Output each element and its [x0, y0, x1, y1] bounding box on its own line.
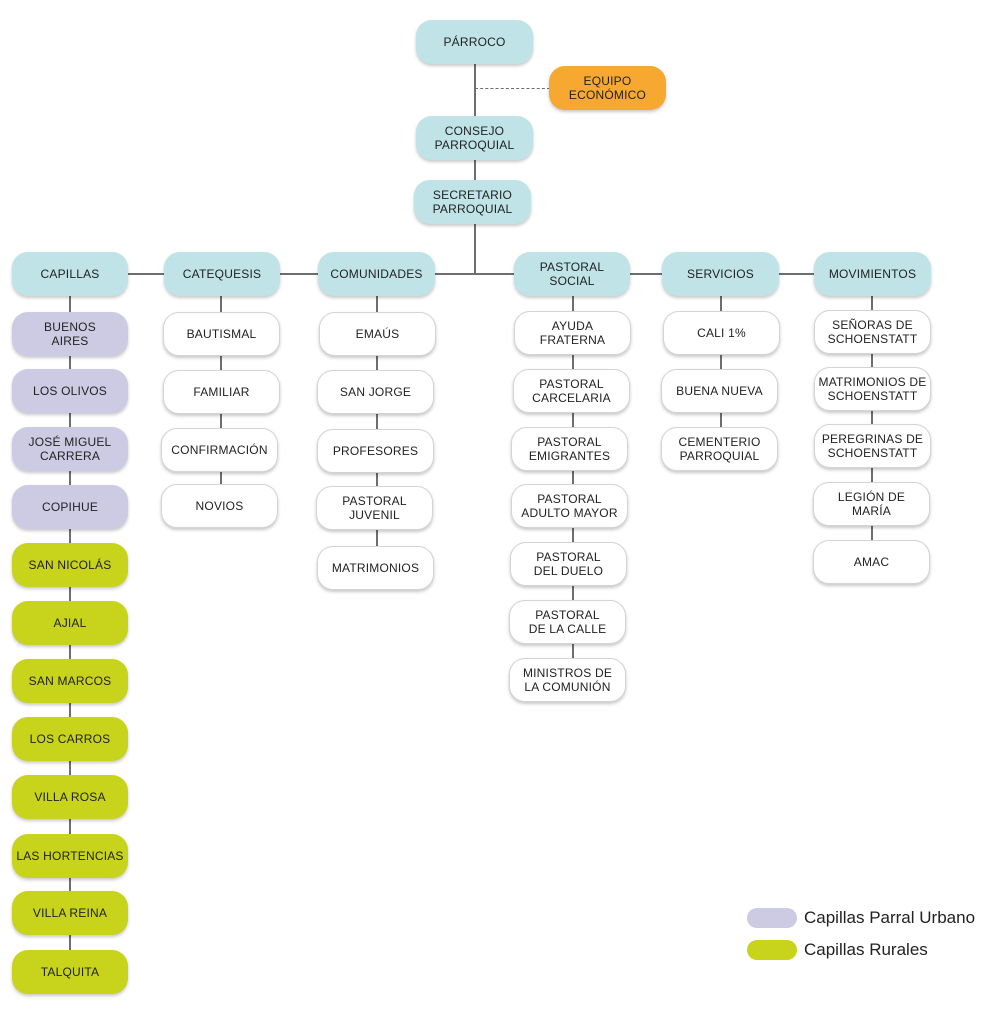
capilla-node: SAN NICOLÁS: [12, 543, 128, 587]
movimientos-item-node: LEGIÓN DE MARÍA: [813, 482, 930, 526]
servicios-head-node: SERVICIOS: [662, 252, 779, 296]
legend-rural: Capillas Rurales: [747, 940, 928, 960]
movimientos-item-node: AMAC: [813, 540, 930, 584]
catequesis-item-node: NOVIOS: [161, 484, 278, 528]
catequesis-item-node: BAUTISMAL: [163, 312, 280, 356]
comunidades-item-node: MATRIMONIOS: [317, 546, 434, 590]
capilla-node: SAN MARCOS: [12, 659, 128, 703]
consejo-parroquial-node: CONSEJO PARROQUIAL: [416, 116, 533, 160]
movimientos-item-node: PEREGRINAS DE SCHOENSTATT: [814, 424, 931, 468]
comunidades-item-node: PROFESORES: [317, 429, 434, 473]
catequesis-item-node: FAMILIAR: [163, 370, 280, 414]
servicios-item-node: CEMENTERIO PARROQUIAL: [661, 427, 778, 471]
capilla-node: LAS HORTENCIAS: [12, 834, 128, 878]
capilla-node: COPIHUE: [12, 485, 128, 529]
capilla-node: LOS CARROS: [12, 717, 128, 761]
comunidades-item-node: EMAÚS: [319, 312, 436, 356]
pastoral-social-item-node: PASTORAL DE LA CALLE: [509, 600, 626, 644]
capilla-node: BUENOS AIRES: [12, 312, 128, 356]
comunidades-head-node: COMUNIDADES: [318, 252, 435, 296]
legend-urban-label: Capillas Parral Urbano: [804, 908, 976, 927]
legend-urban-swatch: [747, 908, 797, 928]
capilla-node: VILLA ROSA: [12, 775, 128, 819]
pastoral-social-item-node: PASTORAL ADULTO MAYOR: [511, 484, 628, 528]
equipo-economico-node: EQUIPO ECONÓMICO: [549, 66, 666, 110]
parroco-node: PÁRROCO: [416, 20, 533, 64]
connector-heads-row: [70, 273, 872, 275]
legend-urban: Capillas Parral Urbano: [747, 908, 975, 928]
pastoral-social-item-node: AYUDA FRATERNA: [514, 311, 631, 355]
legend-rural-swatch: [747, 940, 797, 960]
connector-consejo-secretario: [474, 160, 476, 180]
movimientos-head-node: MOVIMIENTOS: [814, 252, 931, 296]
catequesis-head-node: CATEQUESIS: [164, 252, 280, 296]
comunidades-item-node: SAN JORGE: [317, 370, 434, 414]
movimientos-item-node: MATRIMONIOS DE SCHOENSTATT: [814, 367, 931, 411]
comunidades-item-node: PASTORAL JUVENIL: [316, 486, 433, 530]
movimientos-item-node: SEÑORAS DE SCHOENSTATT: [814, 310, 931, 354]
secretario-parroquial-node: SECRETARIO PARROQUIAL: [414, 180, 531, 224]
connector-parroco-consejo: [474, 64, 476, 116]
capilla-node: JOSÉ MIGUEL CARRERA: [12, 427, 128, 471]
pastoral-social-item-node: MINISTROS DE LA COMUNIÓN: [509, 658, 626, 702]
catequesis-item-node: CONFIRMACIÓN: [161, 428, 278, 472]
capilla-node: AJIAL: [12, 601, 128, 645]
connector-equipo-economico: [475, 88, 550, 89]
capilla-node: TALQUITA: [12, 950, 128, 994]
pastoral-social-item-node: PASTORAL DEL DUELO: [510, 542, 627, 586]
legend-rural-label: Capillas Rurales: [804, 940, 928, 959]
pastoral-social-item-node: PASTORAL EMIGRANTES: [511, 427, 628, 471]
servicios-item-node: CALI 1%: [663, 311, 780, 355]
capilla-node: LOS OLIVOS: [12, 369, 128, 413]
capillas-head-node: CAPILLAS: [12, 252, 128, 296]
pastoral-social-item-node: PASTORAL CARCELARIA: [513, 369, 630, 413]
pastoral-social-head-node: PASTORAL SOCIAL: [514, 252, 630, 296]
servicios-item-node: BUENA NUEVA: [661, 369, 778, 413]
capilla-node: VILLA REINA: [12, 891, 128, 935]
connector-secretario-row: [474, 224, 476, 274]
